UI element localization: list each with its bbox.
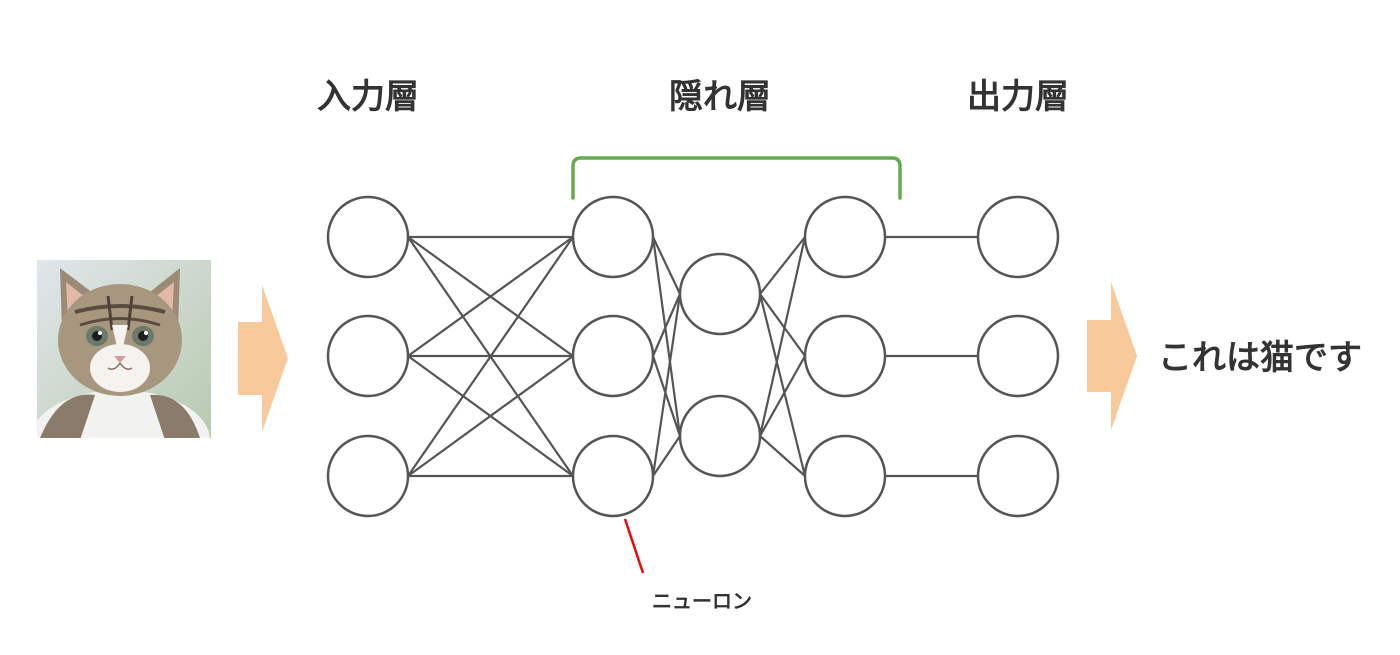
neuron-hidden-3-3 — [803, 434, 887, 518]
connection-edge — [759, 435, 806, 477]
connection-edge — [758, 236, 807, 437]
input-arrow-icon — [238, 285, 288, 432]
connection-edge — [652, 435, 681, 477]
neuron-callout-label: ニューロン — [652, 589, 752, 613]
output-arrow-icon — [1087, 282, 1137, 430]
neuron-hidden-3-2 — [803, 314, 887, 398]
neuron-callout-line — [623, 518, 645, 574]
neuron-hidden-2-2 — [678, 394, 762, 478]
connection-edge — [759, 293, 806, 357]
connections — [407, 235, 978, 478]
connection-edge — [407, 236, 574, 477]
connection-edge — [759, 355, 806, 437]
cat-photo-icon — [37, 260, 211, 438]
neuron-hidden-1-3 — [571, 434, 655, 518]
output-layer-title: 出力層 — [967, 77, 1069, 117]
neuron-input-1 — [326, 195, 410, 279]
neuron-output-1 — [976, 195, 1060, 279]
neuron-hidden-3-1 — [803, 195, 887, 279]
neuron-hidden-2-1 — [678, 252, 762, 336]
neuron-output-2 — [976, 314, 1060, 398]
hidden-layer-bracket — [571, 156, 902, 200]
connection-edge — [651, 293, 682, 477]
hidden-layer-title: 隠れ層 — [669, 77, 771, 117]
neuron-hidden-1-1 — [571, 195, 655, 279]
neuron-output-3 — [976, 434, 1060, 518]
neuron-input-3 — [326, 434, 410, 518]
connection-edge — [651, 293, 682, 357]
connection-edge — [651, 355, 682, 437]
neurons — [326, 195, 1060, 518]
connection-edge — [759, 236, 806, 295]
connection-edge — [652, 236, 681, 295]
result-text: これは猫です — [1158, 338, 1362, 378]
neuron-hidden-1-2 — [571, 314, 655, 398]
connection-edge — [758, 293, 807, 477]
neuron-input-2 — [326, 314, 410, 398]
connection-edge — [407, 355, 574, 477]
input-layer-title: 入力層 — [317, 77, 419, 117]
connection-edge — [651, 236, 682, 437]
connection-edge — [407, 236, 574, 357]
